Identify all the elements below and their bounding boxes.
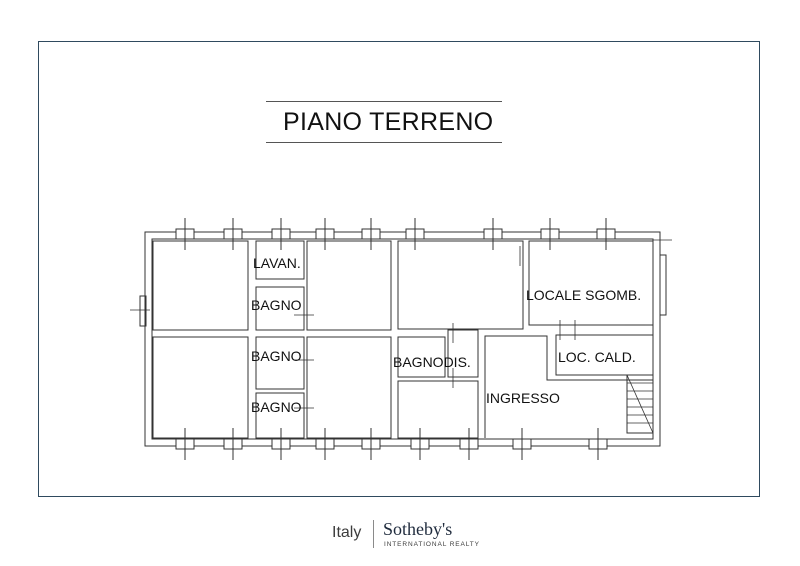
label-bagno-2: BAGNO (251, 348, 302, 364)
stair-box (626, 374, 654, 434)
room-hall-north (397, 240, 524, 330)
brand-country: Italy (332, 524, 362, 541)
room-locale-sgombero (528, 240, 654, 326)
room-bagno-disabili-annex (447, 329, 479, 378)
brand-separator (373, 520, 374, 548)
room-center-south (306, 336, 392, 439)
footer-brand: Italy Sotheby's INTERNATIONAL REALTY (0, 515, 800, 555)
interior-ticks (130, 239, 672, 409)
window-s9 (588, 428, 608, 460)
window-n9 (596, 218, 616, 250)
room-bagno-2 (255, 336, 305, 390)
title-block: PIANO TERRENO (266, 101, 502, 143)
room-bagno-3 (255, 392, 305, 439)
window-n8 (540, 218, 560, 250)
south-windows (175, 428, 608, 460)
label-ingresso: INGRESSO (486, 390, 560, 406)
drawing-frame (38, 41, 760, 497)
brand-name: Sotheby's (383, 519, 453, 539)
east-bay-window (659, 254, 667, 316)
window-n3 (271, 218, 291, 250)
window-s5 (361, 428, 381, 460)
brand-subtitle: INTERNATIONAL REALTY (384, 541, 480, 548)
window-s6 (410, 428, 430, 460)
label-bagno-3: BAGNO (251, 399, 302, 415)
window-s7 (459, 428, 479, 460)
label-lavanderia: LAVAN. (253, 255, 301, 271)
window-n4 (315, 218, 335, 250)
window-n1 (175, 218, 195, 250)
room-south-center (397, 380, 479, 439)
window-s3 (271, 428, 291, 460)
title-rule-bottom (266, 142, 502, 143)
room-lavanderia (255, 240, 305, 280)
label-bagno-disabili: BAGNODIS. (393, 354, 471, 370)
label-locale-sgombero: LOCALE SGOMB. (526, 287, 642, 303)
outer-wall-outer (144, 231, 661, 447)
window-s4 (315, 428, 335, 460)
north-windows (175, 218, 616, 250)
window-s2 (223, 428, 243, 460)
label-locale-caldaia: LOC. CALD. (558, 349, 636, 365)
room-locale-caldaia (555, 334, 654, 376)
room-bagno-disabili (397, 336, 446, 378)
plan-title: PIANO TERRENO (283, 108, 494, 136)
room-west-north (152, 240, 249, 331)
window-n2 (223, 218, 243, 250)
window-n7 (483, 218, 503, 250)
room-ingresso (484, 335, 653, 438)
outer-wall-inner (151, 238, 654, 440)
label-bagno-1: BAGNO (251, 297, 302, 313)
room-bagno-1 (255, 286, 305, 331)
west-window (139, 295, 147, 327)
window-s1 (175, 428, 195, 460)
window-n5 (361, 218, 381, 250)
room-center-north (306, 240, 392, 331)
window-s8 (512, 428, 532, 460)
room-west-south (152, 336, 249, 439)
title-rule-top (266, 101, 502, 102)
stair-treads (626, 374, 654, 434)
window-n6 (405, 218, 425, 250)
